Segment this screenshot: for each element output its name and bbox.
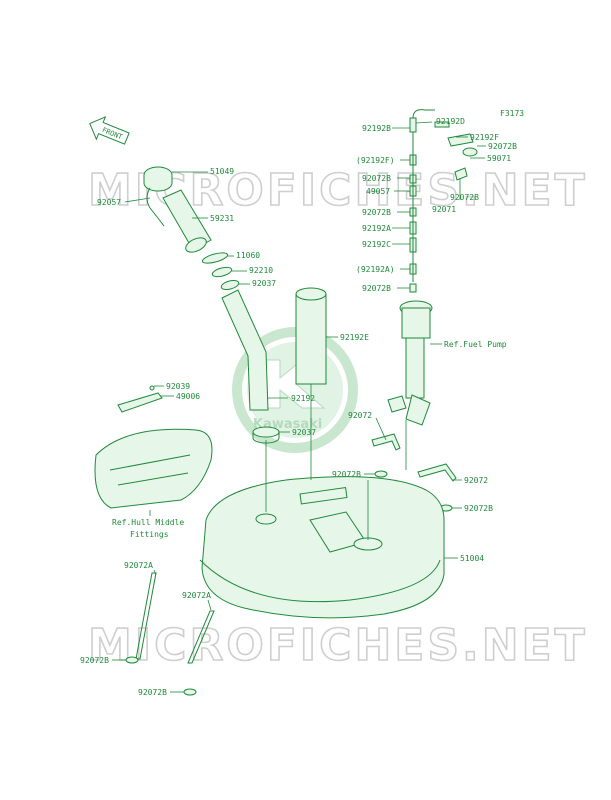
label-92192b: 92192B — [362, 124, 391, 133]
label-ref-hull-line1: Ref.Hull Middle — [112, 518, 184, 527]
label-92072b-9: 92072B — [138, 688, 167, 697]
clamp-upper — [220, 279, 240, 291]
label-49006: 49006 — [176, 392, 200, 401]
diagram-code: F3173 — [500, 109, 524, 118]
label-92210: 92210 — [249, 266, 273, 275]
fuel-tank — [199, 476, 445, 619]
label-ref-fuel-pump: Ref.Fuel Pump — [444, 340, 507, 349]
clip-92072b-9 — [183, 688, 197, 696]
label-92192e: 92192E — [340, 333, 369, 342]
label-51049: 51049 — [210, 167, 234, 176]
label-92037-upper: 92037 — [252, 279, 276, 288]
filler-hose — [221, 289, 269, 411]
watermark-bottom: MICROFICHES.NET — [88, 620, 588, 671]
label-92192a: 92192A — [362, 224, 391, 233]
fuel-pump — [387, 300, 433, 426]
label-92192c: 92192C — [362, 240, 391, 249]
label-92192f: 92192F — [470, 133, 499, 142]
label-59071: 59071 — [487, 154, 511, 163]
vent-hose-large — [295, 287, 327, 385]
strap-92072-2 — [417, 463, 457, 482]
label-92072-2: 92072 — [464, 476, 488, 485]
cap-tether — [146, 187, 165, 227]
label-92192a-paren: (92192A) — [356, 265, 395, 274]
leader-lines — [112, 121, 486, 693]
label-92057: 92057 — [97, 198, 121, 207]
label-92072b-6: 92072B — [332, 470, 361, 479]
label-92037-lower: 92037 — [292, 428, 316, 437]
label-51004: 51004 — [460, 554, 484, 563]
label-92072b-3: 92072B — [450, 193, 479, 202]
clip-92072b-8 — [125, 656, 139, 664]
filler-cap — [143, 166, 173, 192]
label-92072a-2: 92072A — [182, 591, 211, 600]
label-92192: 92192 — [291, 394, 315, 403]
label-92192f-paren: (92192F) — [356, 156, 395, 165]
label-92072a-1: 92072A — [124, 561, 153, 570]
label-92072b-5: 92072B — [362, 284, 391, 293]
label-49057: 49057 — [366, 187, 390, 196]
label-11060: 11060 — [236, 251, 260, 260]
front-arrow-icon: FRONT — [89, 116, 130, 145]
label-92071: 92071 — [432, 205, 456, 214]
filler-neck — [162, 189, 212, 253]
label-92072b-4: 92072B — [362, 208, 391, 217]
nut-ring — [211, 266, 233, 278]
label-59231: 59231 — [210, 214, 234, 223]
hull-middle-fittings — [94, 385, 213, 509]
o-ring — [201, 252, 229, 264]
strap-92072-1 — [371, 433, 401, 451]
label-92039: 92039 — [166, 382, 190, 391]
label-92072-1: 92072 — [348, 411, 372, 420]
clip-92072b-6 — [374, 470, 388, 478]
label-ref-hull-line2: Fittings — [130, 530, 169, 539]
strap-92072a-left — [135, 572, 157, 660]
label-92072b-2: 92072B — [362, 174, 391, 183]
label-92072b-7: 92072B — [464, 504, 493, 513]
strap-92072a-right — [187, 610, 215, 664]
label-92192d: 92192D — [436, 117, 465, 126]
label-92072b-8: 92072B — [80, 656, 109, 665]
label-92072b-1: 92072B — [488, 142, 517, 151]
